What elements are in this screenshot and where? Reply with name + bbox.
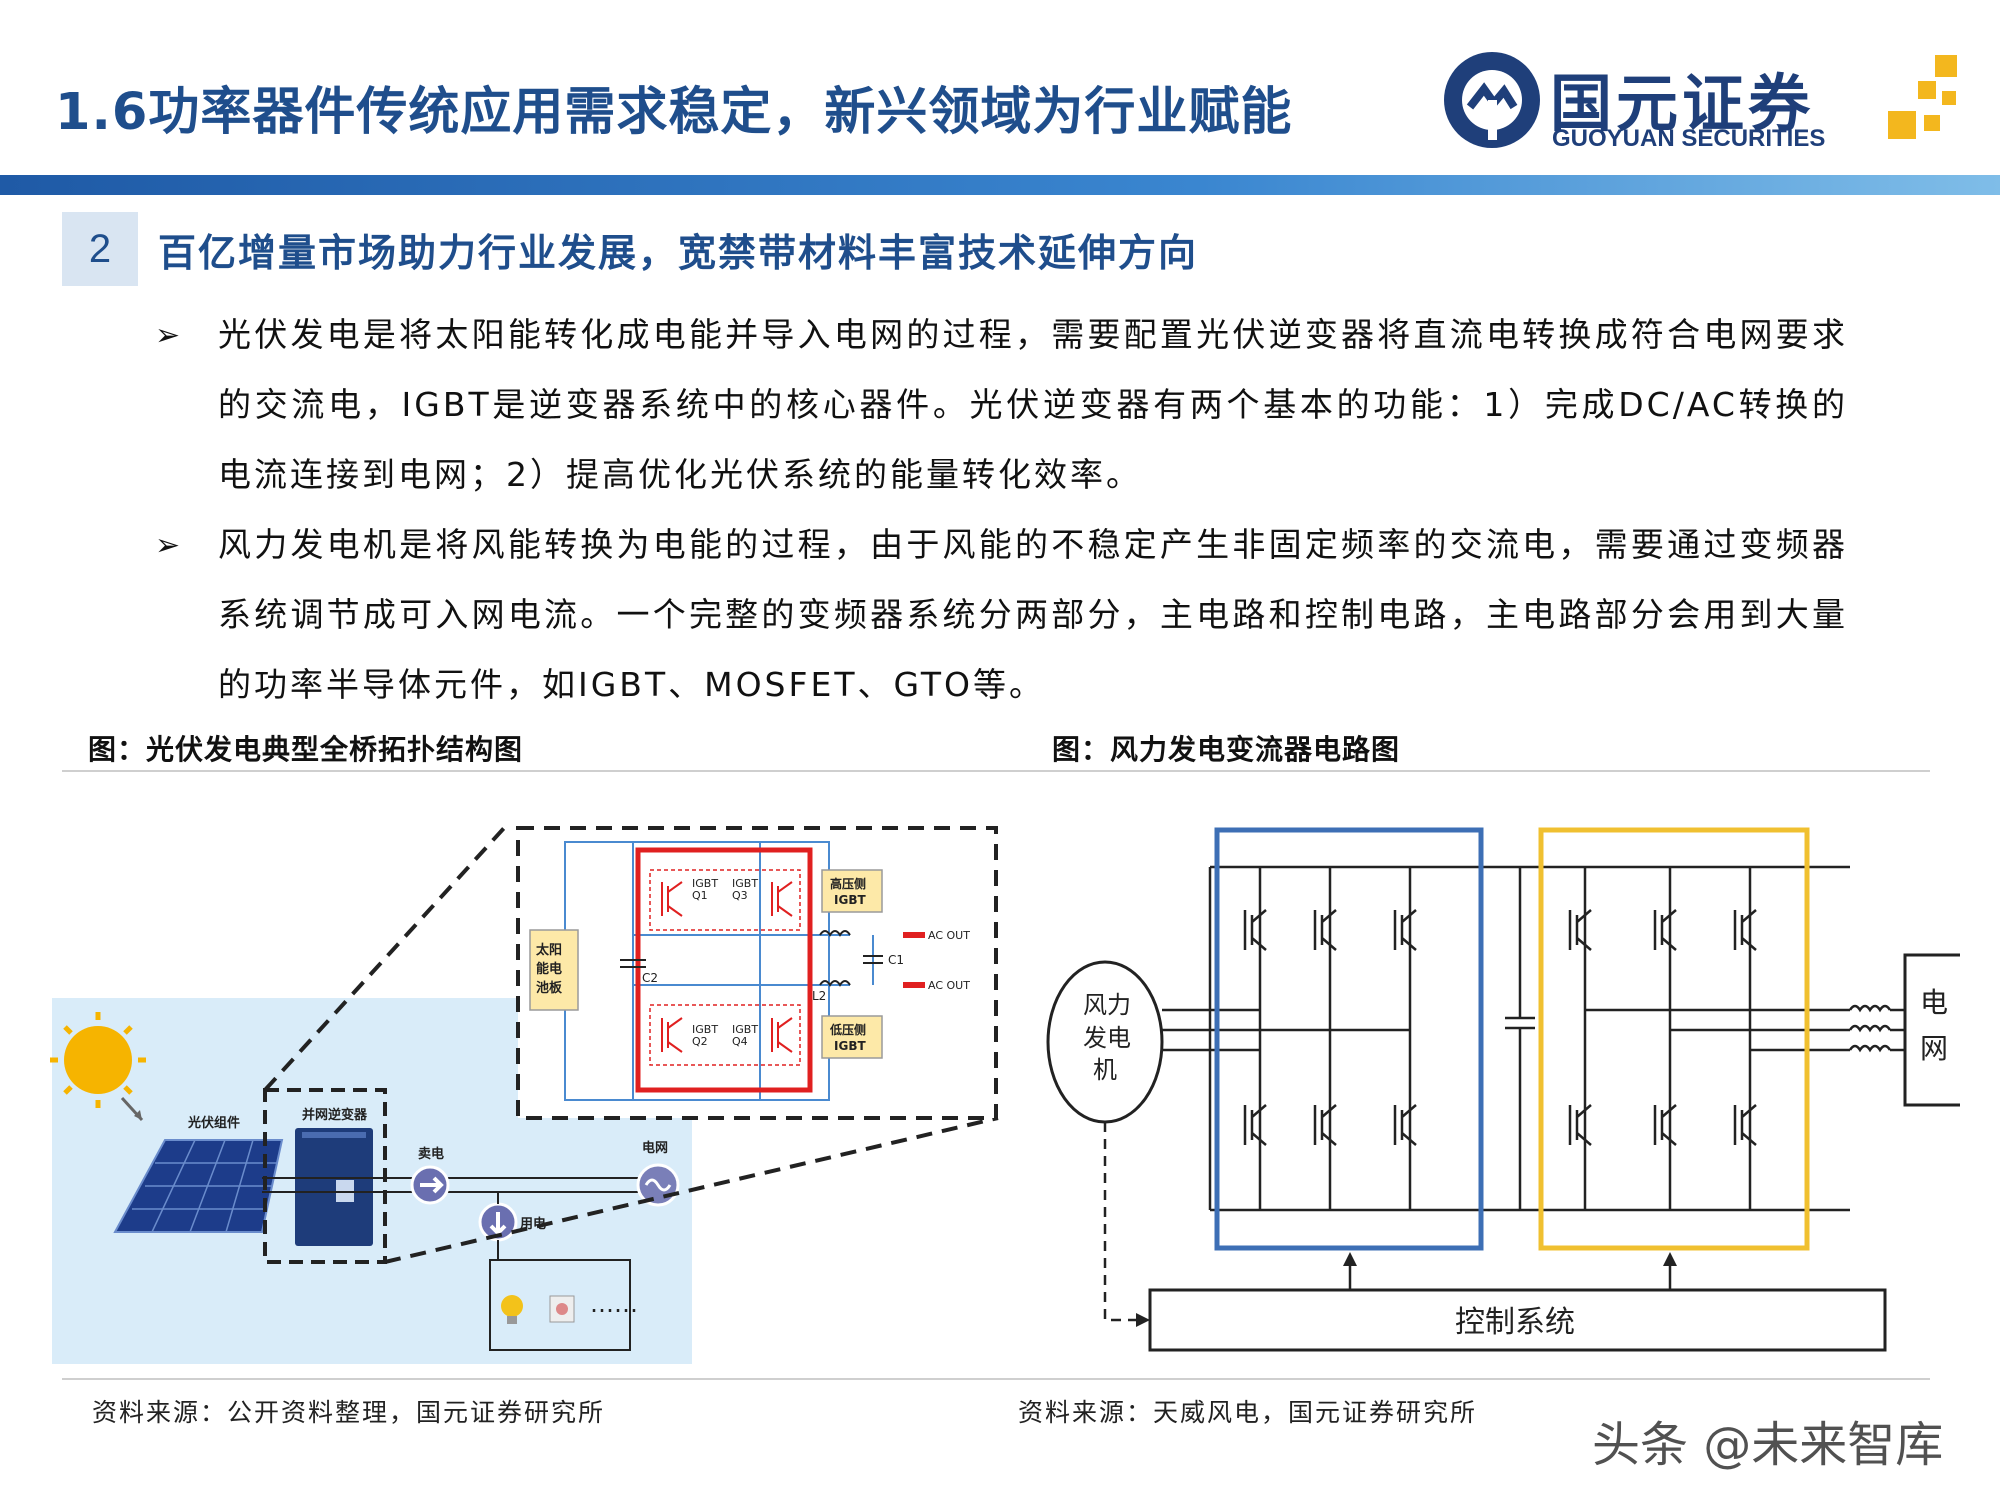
section-title: 百亿增量市场助力行业发展，宽禁带材料丰富技术延伸方向 — [158, 231, 1199, 275]
logo-squares-icon — [1888, 55, 1957, 139]
grid-label: 电网 — [642, 1140, 668, 1156]
igbt-q1-label: IGBT — [692, 877, 718, 890]
grid-block — [1903, 953, 1960, 1107]
grid-label-2: 网 — [1920, 1032, 1948, 1065]
igbt-q2-id: Q2 — [692, 1035, 708, 1048]
arrow-right-icon — [1136, 1313, 1150, 1327]
solar-panel-block — [529, 929, 579, 1011]
source-note-left: 资料来源：公开资料整理，国元证券研究所 — [92, 1398, 606, 1427]
source-note-right: 资料来源：天威风电，国元证券研究所 — [1018, 1398, 1478, 1427]
bullet-icon: ➢ — [155, 528, 181, 563]
converter-wiring — [1162, 865, 1905, 1212]
inverter-device-icon — [295, 1128, 373, 1246]
c1-label: C1 — [888, 953, 904, 967]
solar-panel-icon — [113, 1139, 284, 1233]
igbt-q4-label: IGBT — [732, 1023, 758, 1036]
company-logo: 国元证券 GUOYUAN SECURITIES — [1440, 45, 1970, 155]
ac-out-terminal-2 — [903, 982, 925, 988]
source-divider — [62, 1378, 1930, 1380]
igbt-q4-id: Q4 — [732, 1035, 748, 1048]
high-side-igbt-label: IGBT — [834, 893, 866, 907]
ac-out-label-1: AC OUT — [928, 929, 970, 942]
rectifier-blue-frame — [1214, 827, 1484, 1251]
wind-converter-figure: 风力 发电 机 — [1046, 827, 1960, 1352]
ac-out-terminal-1 — [903, 932, 925, 938]
l2-label: L2 — [812, 989, 826, 1003]
sell-arrow-icon — [410, 1165, 450, 1205]
pv-topology-figure: 光伏组件 并网逆变器 卖电 电网 用电 …… — [50, 825, 999, 1364]
inverter-label: 并网逆变器 — [302, 1107, 368, 1123]
c1-capacitor-icon — [863, 955, 883, 964]
arrow-up-icon — [1663, 1252, 1677, 1266]
inverter-yellow-frame — [1538, 827, 1810, 1251]
igbt-switch-icons — [1243, 909, 1757, 1146]
grid-label-1: 电 — [1920, 986, 1948, 1019]
high-side-label: 高压侧 — [830, 876, 866, 891]
solar-panel-label-2: 能电 — [536, 961, 562, 977]
watermark: 头条 @未来智库 — [1592, 1417, 1944, 1473]
paragraph-wind: 风力发电机是将风能转换为电能的过程，由于风能的不稳定产生非固定频率的交流电，需要… — [218, 525, 1848, 704]
sun-icon — [50, 1012, 146, 1108]
circuit-wires — [564, 841, 874, 1101]
generator-label-1: 风力 — [1083, 991, 1131, 1019]
generator-label-3: 机 — [1093, 1056, 1117, 1084]
igbt-q1-id: Q1 — [692, 889, 708, 902]
solar-panel-label-1: 太阳 — [535, 942, 562, 958]
inverter-dashed-frame — [263, 1088, 387, 1264]
zoom-line-top — [263, 825, 507, 1092]
igbt-q2-label: IGBT — [692, 1023, 718, 1036]
arrow-up-icon — [1343, 1252, 1357, 1266]
generator-label-2: 发电 — [1083, 1024, 1131, 1052]
lightbulb-icon — [501, 1295, 523, 1324]
low-side-igbt-label: IGBT — [834, 1039, 866, 1053]
bullet-icon: ➢ — [155, 318, 181, 353]
paragraph-pv: 光伏发电是将太阳能转化成电能并导入电网的过程，需要配置光伏逆变器将直流电转换成符… — [218, 315, 1848, 494]
sell-label: 卖电 — [418, 1146, 444, 1162]
zoom-detail-frame — [516, 826, 998, 1120]
igbt-symbol-icons — [661, 881, 793, 1053]
zoom-line-bottom — [384, 1116, 999, 1264]
caption-divider — [62, 770, 1930, 772]
igbt-q3-id: Q3 — [732, 889, 748, 902]
more-loads-dots: …… — [590, 1290, 638, 1318]
appliance-icon — [549, 1295, 575, 1323]
c2-capacitor-icon — [620, 959, 646, 968]
solar-panel-label-3: 池板 — [536, 980, 563, 996]
figure-caption-left: 图：光伏发电典型全桥拓扑结构图 — [88, 733, 524, 766]
low-side-label: 低压侧 — [829, 1022, 866, 1037]
pv-module-label: 光伏组件 — [187, 1115, 240, 1131]
logo-en-text: GUOYUAN SECURITIES — [1552, 125, 1826, 152]
high-side-igbt-block — [821, 869, 883, 913]
figure-caption-right: 图：风力发电变流器电路图 — [1052, 733, 1401, 766]
control-system-label: 控制系统 — [1455, 1305, 1575, 1340]
load-box — [489, 1259, 631, 1351]
grid-ac-icon — [636, 1163, 680, 1207]
inductor-icons — [819, 930, 851, 987]
logo-emblem-icon — [1444, 52, 1540, 148]
ac-out-label-2: AC OUT — [928, 979, 970, 992]
logo-cn-text: 国元证券 — [1550, 67, 1815, 140]
page-title: 1.6功率器件传统应用需求稳定，新兴领域为行业赋能 — [55, 83, 1293, 142]
section-number: 2 — [62, 212, 138, 286]
igbt-q3-label: IGBT — [732, 877, 758, 890]
low-side-igbt-block — [821, 1015, 883, 1059]
control-system-block — [1148, 1288, 1887, 1352]
igbt-bridge-highlight — [635, 847, 813, 1093]
header-divider-bar — [0, 175, 2000, 195]
c2-label: C2 — [642, 971, 658, 985]
